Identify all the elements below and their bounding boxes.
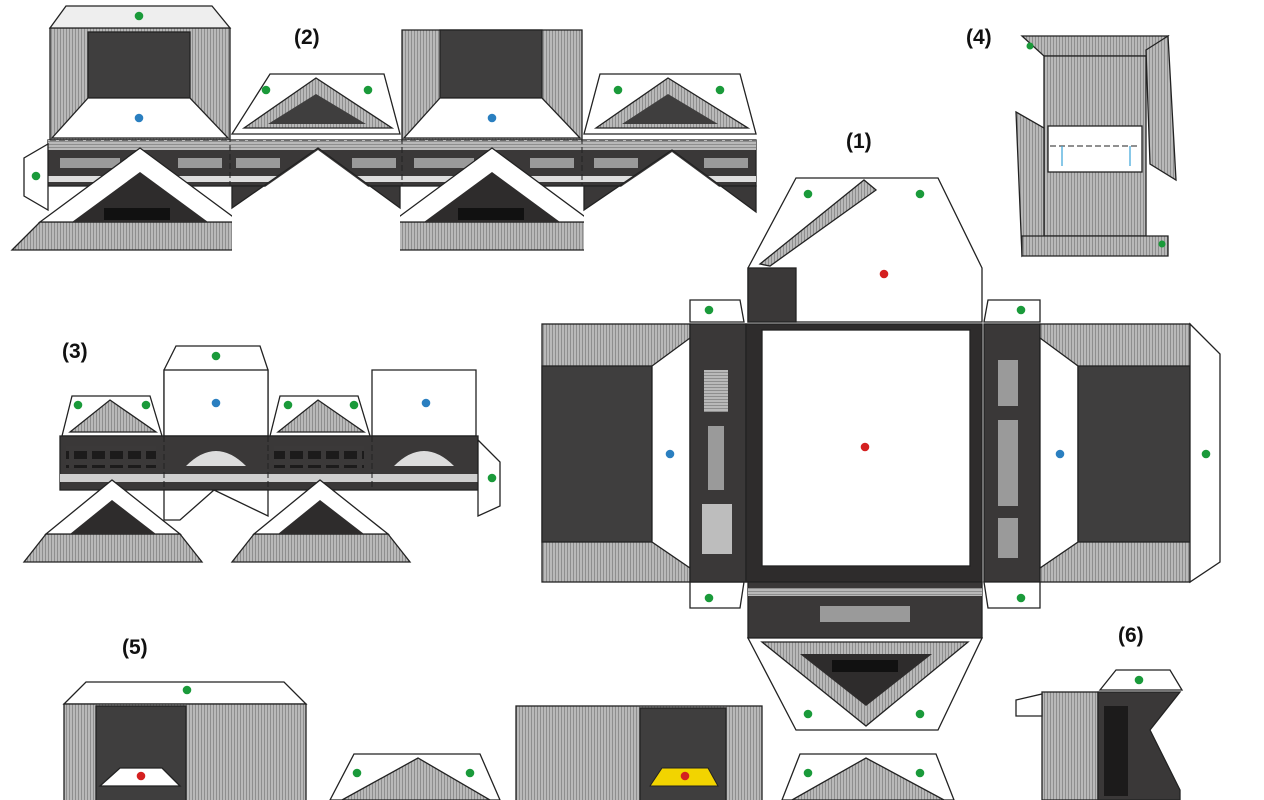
part-label-6: (6)	[1118, 624, 1144, 647]
green-dot	[915, 189, 925, 199]
part-label-4: (4)	[966, 26, 992, 49]
part-label-2: (2)	[294, 26, 320, 49]
green-dot	[211, 351, 221, 361]
red-dot	[879, 269, 889, 279]
green-dot	[134, 11, 144, 21]
part-label-3: (3)	[62, 340, 88, 363]
part-label-1: (1)	[846, 130, 872, 153]
green-dot	[363, 85, 373, 95]
green-dot	[283, 400, 293, 410]
red-dot	[680, 771, 690, 781]
green-dot	[915, 709, 925, 719]
green-dot	[73, 400, 83, 410]
green-dot	[352, 768, 362, 778]
blue-dot	[211, 398, 221, 408]
blue-dot	[487, 113, 497, 123]
part-label-5: (5)	[122, 636, 148, 659]
green-dot	[487, 473, 497, 483]
green-dot	[803, 768, 813, 778]
green-dot	[1026, 42, 1034, 50]
green-dot	[715, 85, 725, 95]
green-dot	[1016, 593, 1026, 603]
green-dot	[1016, 305, 1026, 315]
part-3-net	[22, 345, 501, 563]
part-6-net	[1015, 669, 1184, 800]
blue-dot	[665, 449, 675, 459]
green-dot	[349, 400, 359, 410]
green-dot	[261, 85, 271, 95]
part-1-net	[541, 177, 1221, 731]
green-dot	[141, 400, 151, 410]
green-dot	[613, 85, 623, 95]
green-dot	[1134, 675, 1144, 685]
blue-dot	[1055, 449, 1065, 459]
blue-dot	[421, 398, 431, 408]
green-dot	[704, 593, 714, 603]
green-dot	[1158, 240, 1166, 248]
part-5-net	[62, 681, 955, 800]
red-dot	[860, 442, 870, 452]
glue-dots	[31, 11, 1211, 781]
part-labels: (2) (4) (1) (3) (5) (6)	[62, 26, 1144, 659]
green-dot	[31, 171, 41, 181]
green-dot	[803, 189, 813, 199]
part-2-net	[10, 5, 757, 260]
green-dot	[465, 768, 475, 778]
blue-dot	[134, 113, 144, 123]
green-dot	[803, 709, 813, 719]
red-dot	[136, 771, 146, 781]
green-dot	[915, 768, 925, 778]
green-dot	[704, 305, 714, 315]
green-dot	[182, 685, 192, 695]
part-4-net	[1015, 34, 1177, 258]
green-dot	[1201, 449, 1211, 459]
